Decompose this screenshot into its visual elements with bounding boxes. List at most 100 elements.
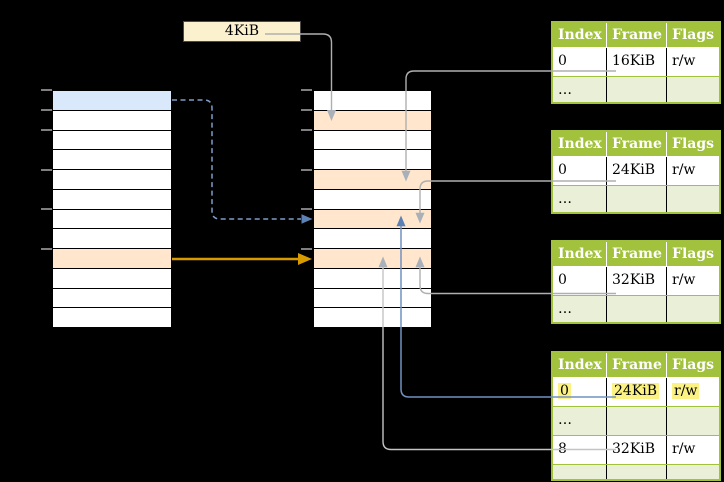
page-table-header: Index Frame Flags bbox=[553, 132, 719, 157]
flags-cell: r/w bbox=[672, 441, 696, 457]
highlight: 24KiB bbox=[612, 383, 660, 399]
page-table-2: Index Frame Flags 0 24KiB r/w … bbox=[551, 130, 721, 214]
page-table-entry-ellipsis: … bbox=[553, 465, 719, 479]
virtual-memory-table bbox=[52, 90, 172, 328]
physical-memory-row bbox=[314, 150, 431, 170]
virtual-memory-row bbox=[53, 308, 171, 327]
index-cell: … bbox=[553, 296, 607, 322]
virtual-memory-row bbox=[53, 289, 171, 309]
physical-memory-frame bbox=[314, 249, 431, 269]
address-tick bbox=[301, 169, 312, 171]
page-table-header: Index Frame Flags bbox=[553, 23, 719, 48]
highlight: 0 bbox=[558, 383, 571, 399]
physical-memory-row bbox=[314, 131, 431, 151]
page-table-header: Index Frame Flags bbox=[553, 242, 719, 267]
page-table-3: Index Frame Flags 0 32KiB r/w … bbox=[551, 240, 721, 324]
index-cell: … bbox=[553, 407, 607, 435]
virtual-memory-row-mapped bbox=[53, 249, 171, 269]
header-index: Index bbox=[553, 242, 607, 266]
header-index: Index bbox=[553, 353, 607, 377]
address-tick bbox=[301, 248, 312, 250]
header-flags: Flags bbox=[672, 27, 714, 43]
index-cell: 0 bbox=[553, 378, 607, 406]
frame-cell bbox=[607, 465, 667, 479]
index-cell: … bbox=[553, 77, 607, 102]
page-table-entry-ellipsis: … bbox=[553, 407, 719, 436]
highlight: r/w bbox=[672, 383, 700, 399]
physical-memory-row bbox=[314, 308, 431, 327]
physical-memory-row bbox=[314, 229, 431, 249]
address-tick bbox=[301, 208, 312, 210]
address-tick bbox=[301, 129, 312, 131]
virtual-memory-row bbox=[53, 210, 171, 230]
index-cell: 0 bbox=[553, 267, 607, 295]
address-tick bbox=[41, 109, 52, 111]
physical-memory-frame bbox=[314, 110, 431, 131]
header-frame: Frame bbox=[607, 242, 667, 266]
header-frame: Frame bbox=[607, 23, 667, 47]
header-flags: Flags bbox=[672, 357, 714, 373]
address-tick bbox=[41, 248, 52, 250]
frame-cell: 24KiB bbox=[607, 378, 667, 406]
flags-cell bbox=[667, 407, 719, 435]
page-table-entry-ellipsis: … bbox=[553, 186, 719, 212]
address-tick bbox=[301, 89, 312, 91]
address-tick bbox=[301, 109, 312, 111]
virtual-memory-row-mapped bbox=[53, 91, 171, 111]
frame-cell: 16KiB bbox=[607, 48, 667, 76]
flags-cell bbox=[667, 77, 719, 102]
page-table-entry: 0 32KiB r/w bbox=[553, 267, 719, 296]
page-table-1: Index Frame Flags 0 16KiB r/w … bbox=[551, 21, 721, 104]
physical-memory-frame bbox=[314, 209, 431, 230]
index-cell: 0 bbox=[553, 157, 607, 185]
frame-cell bbox=[607, 186, 667, 212]
header-flags: Flags bbox=[672, 246, 714, 262]
page-table-entry: 0 16KiB r/w bbox=[553, 48, 719, 77]
page-table-entry: 0 24KiB r/w bbox=[553, 157, 719, 186]
frame-cell bbox=[607, 77, 667, 102]
header-frame: Frame bbox=[607, 132, 667, 156]
virtual-memory-row bbox=[53, 170, 171, 190]
virtual-memory-row bbox=[53, 131, 171, 151]
flags-cell bbox=[667, 465, 719, 479]
frame-cell: 32KiB bbox=[607, 267, 667, 295]
header-frame: Frame bbox=[607, 353, 667, 377]
arrow-virtual0-to-frame24-dashed bbox=[172, 99, 313, 224]
address-tick bbox=[41, 208, 52, 210]
frame-cell bbox=[607, 407, 667, 435]
index-cell: … bbox=[553, 186, 607, 212]
physical-memory-table bbox=[313, 90, 432, 328]
frame-cell bbox=[607, 296, 667, 322]
flags-cell: r/w bbox=[672, 272, 696, 288]
index-cell: … bbox=[553, 465, 607, 479]
flags-cell bbox=[667, 296, 719, 322]
index-cell: 0 bbox=[553, 48, 607, 76]
page-table-entry-ellipsis: … bbox=[553, 77, 719, 102]
header-index: Index bbox=[553, 23, 607, 47]
flags-cell: r/w bbox=[672, 53, 696, 69]
virtual-memory-row bbox=[53, 269, 171, 289]
page-table-header: Index Frame Flags bbox=[553, 353, 719, 378]
address-tick bbox=[41, 129, 52, 131]
virtual-memory-row bbox=[53, 111, 171, 131]
page-table-4: Index Frame Flags 0 24KiB r/w … 8 32KiB … bbox=[551, 351, 721, 481]
physical-memory-row bbox=[314, 269, 431, 289]
index-cell: 8 bbox=[553, 436, 607, 464]
physical-memory-row bbox=[314, 91, 431, 111]
virtual-memory-row bbox=[53, 150, 171, 170]
flags-cell: r/w bbox=[672, 162, 696, 178]
page-table-entry: 8 32KiB r/w bbox=[553, 436, 719, 465]
frame-cell: 32KiB bbox=[607, 436, 667, 464]
page-size-label: 4KiB bbox=[183, 21, 301, 42]
flags-cell bbox=[667, 186, 719, 212]
arrow-virtual-orange-to-frame32 bbox=[172, 253, 312, 265]
header-index: Index bbox=[553, 132, 607, 156]
header-flags: Flags bbox=[672, 136, 714, 152]
physical-memory-row bbox=[314, 289, 431, 309]
virtual-memory-row bbox=[53, 190, 171, 210]
frame-cell: 24KiB bbox=[607, 157, 667, 185]
address-tick bbox=[41, 89, 52, 91]
virtual-memory-row bbox=[53, 229, 171, 249]
address-tick bbox=[41, 169, 52, 171]
page-size-text: 4KiB bbox=[224, 23, 260, 39]
